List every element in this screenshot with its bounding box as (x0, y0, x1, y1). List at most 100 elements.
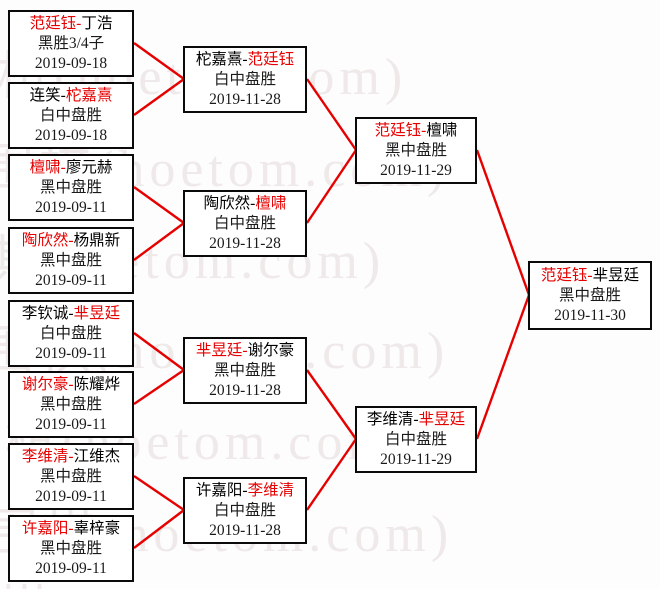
match-date: 2019-11-29 (380, 161, 452, 179)
match-result: 黑胜3/4子 (37, 34, 105, 52)
player2-name: 廖元赫 (65, 158, 113, 176)
match-box-sf1: 范廷钰-檀啸 黑中盘胜 2019-11-29 (355, 117, 477, 184)
match-result: 黑中盘胜 (384, 141, 447, 159)
player-separator: - (68, 231, 74, 249)
player1-name: 檀啸 (29, 158, 61, 176)
match-players: 芈昱廷-谢尔豪 (185, 341, 305, 361)
player2-name: 陈耀烨 (73, 375, 121, 393)
match-box-r1m3: 檀啸-廖元赫 黑中盘胜 2019-09-11 (8, 154, 134, 221)
player2-name: 檀啸 (255, 194, 287, 212)
match-players: 李维清-江维杰 (10, 447, 132, 467)
match-date: 2019-11-28 (209, 381, 281, 399)
match-date: 2019-09-18 (34, 126, 108, 144)
match-result: 黑中盘胜 (39, 395, 102, 413)
match-players: 谢尔豪-陈耀烨 (10, 375, 132, 395)
player1-name: 许嘉阳 (21, 519, 69, 537)
match-date: 2019-11-30 (554, 306, 626, 324)
match-date: 2019-09-11 (35, 415, 107, 433)
match-box-r1m1: 范廷钰-丁浩 黑胜3/4子 2019-09-18 (8, 10, 134, 77)
player2-name: 李维清 (247, 481, 295, 499)
match-players: 李维清-芈昱廷 (357, 410, 475, 430)
player-separator: - (242, 481, 248, 499)
match-box-r1m4: 陶欣然-杨鼎新 黑中盘胜 2019-09-11 (8, 227, 134, 294)
player2-name: 芈昱廷 (73, 304, 121, 322)
match-players: 柁嘉熹-范廷钰 (185, 50, 305, 70)
match-box-r1m2: 连笑-柁嘉熹 白中盘胜 2019-09-18 (8, 82, 134, 149)
player2-name: 芈昱廷 (592, 266, 640, 284)
player-separator: - (60, 86, 66, 104)
match-players: 陶欣然-檀啸 (185, 194, 305, 214)
match-result: 白中盘胜 (213, 214, 276, 232)
player2-name: 芈昱廷 (418, 410, 466, 428)
match-players: 许嘉阳-李维清 (185, 481, 305, 501)
match-box-r2m2: 陶欣然-檀啸 白中盘胜 2019-11-28 (183, 190, 307, 257)
match-result: 白中盘胜 (213, 501, 276, 519)
match-result: 白中盘胜 (384, 430, 447, 448)
player-separator: - (250, 194, 256, 212)
match-result: 黑中盘胜 (39, 467, 102, 485)
match-box-r2m4: 许嘉阳-李维清 白中盘胜 2019-11-28 (183, 477, 307, 544)
match-date: 2019-11-28 (209, 234, 281, 252)
player-separator: - (60, 158, 66, 176)
player1-name: 李钦诚 (21, 304, 69, 322)
player1-name: 芈昱廷 (195, 341, 243, 359)
match-date: 2019-09-18 (34, 54, 108, 72)
connector-line (306, 149, 357, 224)
match-date: 2019-11-29 (380, 450, 452, 468)
match-date: 2019-09-11 (35, 198, 107, 216)
player-separator: - (68, 519, 74, 537)
match-result: 黑中盘胜 (39, 178, 102, 196)
player-separator: - (242, 341, 248, 359)
player-separator: - (76, 14, 82, 32)
match-box-r2m3: 芈昱廷-谢尔豪 黑中盘胜 2019-11-28 (183, 337, 307, 404)
connector-line (133, 186, 185, 224)
player1-name: 许嘉阳 (195, 481, 243, 499)
match-players: 李钦诚-芈昱廷 (10, 304, 132, 324)
match-box-sf2: 李维清-芈昱廷 白中盘胜 2019-11-29 (355, 406, 477, 473)
player2-name: 丁浩 (81, 14, 113, 32)
match-result: 黑中盘胜 (213, 361, 276, 379)
player-separator: - (242, 50, 248, 68)
match-date: 2019-11-28 (209, 521, 281, 539)
connector-line (133, 332, 185, 371)
match-result: 白中盘胜 (213, 70, 276, 88)
connector-line (133, 475, 185, 511)
connector-line (306, 369, 357, 440)
player2-name: 辜梓豪 (73, 519, 121, 537)
match-players: 范廷钰-檀啸 (357, 121, 475, 141)
player1-name: 李维清 (366, 410, 414, 428)
player1-name: 范廷钰 (540, 266, 588, 284)
match-result: 黑中盘胜 (39, 539, 102, 557)
match-box-final: 范廷钰-芈昱廷 黑中盘胜 2019-11-30 (528, 261, 652, 330)
player1-name: 范廷钰 (374, 121, 422, 139)
match-players: 檀啸-廖元赫 (10, 158, 132, 178)
player-separator: - (68, 447, 74, 465)
player-separator: - (68, 375, 74, 393)
match-result: 白中盘胜 (39, 324, 102, 342)
match-players: 连笑-柁嘉熹 (10, 86, 132, 106)
player1-name: 连笑 (29, 86, 61, 104)
match-box-r1m5: 李钦诚-芈昱廷 白中盘胜 2019-09-11 (8, 300, 134, 367)
player2-name: 江维杰 (73, 447, 121, 465)
match-result: 黑中盘胜 (39, 251, 102, 269)
player2-name: 柁嘉熹 (65, 86, 113, 104)
connector-line (133, 509, 185, 549)
connector-line (133, 42, 185, 80)
player1-name: 柁嘉熹 (195, 50, 243, 68)
match-players: 范廷钰-芈昱廷 (530, 266, 650, 286)
match-players: 陶欣然-杨鼎新 (10, 231, 132, 251)
match-box-r2m1: 柁嘉熹-范廷钰 白中盘胜 2019-11-28 (183, 46, 307, 113)
match-date: 2019-11-28 (209, 90, 281, 108)
match-date: 2019-09-11 (35, 487, 107, 505)
player1-name: 谢尔豪 (21, 375, 69, 393)
watermark-text: 围棋(hoetom.com) (0, 568, 407, 589)
player1-name: 陶欣然 (21, 231, 69, 249)
player1-name: 陶欣然 (203, 194, 251, 212)
connector-line (306, 438, 357, 511)
connector-line (133, 78, 185, 116)
player-separator: - (413, 410, 419, 428)
player1-name: 范廷钰 (29, 14, 77, 32)
match-date: 2019-09-11 (35, 344, 107, 362)
player-separator: - (587, 266, 593, 284)
connector-line (475, 294, 531, 440)
